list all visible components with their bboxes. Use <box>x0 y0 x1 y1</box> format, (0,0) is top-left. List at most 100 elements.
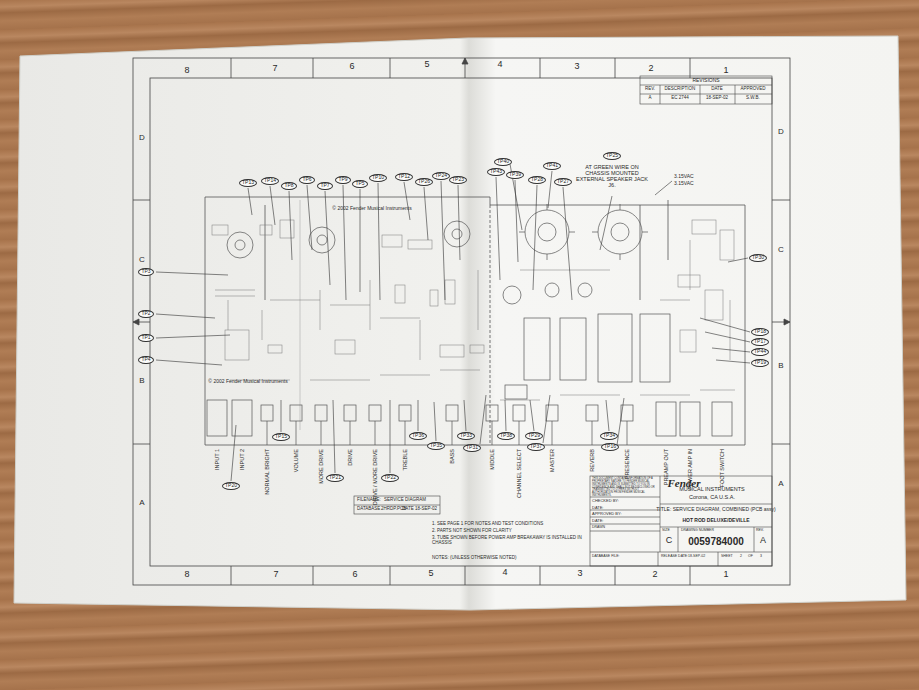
block-field: SHEET <box>721 555 733 559</box>
potentiometer-part <box>513 405 525 421</box>
title-block-part <box>590 476 772 566</box>
paper-part <box>14 36 906 610</box>
potentiometer-part <box>375 421 376 445</box>
leader-line-part <box>248 181 460 300</box>
signature-field: APPROVED BY: <box>592 512 622 516</box>
test-point-number: TP19 <box>754 359 766 365</box>
block-field: OF <box>748 555 753 559</box>
component-footprint-part <box>280 220 294 238</box>
filter-capacitor-part <box>560 318 586 380</box>
table-cell: S.W.B. <box>746 96 760 101</box>
title-block-part <box>590 476 772 566</box>
test-point-number: TP3 <box>141 268 150 274</box>
sheet-frame-part <box>133 58 790 585</box>
zone-letter: A <box>139 499 144 508</box>
potentiometer-part <box>350 421 351 445</box>
leader-line-part <box>231 395 624 481</box>
paper <box>14 36 906 610</box>
test-point-number: TP38 <box>500 432 512 438</box>
control-label: DRIVE <box>347 449 353 466</box>
leader-line-part <box>496 164 672 300</box>
control-label: MIDDLE <box>489 449 495 470</box>
component-footprint-part <box>720 230 734 260</box>
block-field: A <box>760 536 766 546</box>
test-point-number: TP22 <box>384 474 396 480</box>
test-point-number: TP41 <box>546 162 558 168</box>
zone-letter: D <box>139 134 145 143</box>
zone-number: 2 <box>652 570 657 580</box>
potentiometer-part <box>315 405 327 421</box>
zone-number: 6 <box>349 62 354 72</box>
component-footprint-part <box>445 280 455 304</box>
signature-field: DATE: <box>592 506 603 510</box>
control-label: CHANNEL SELECT <box>516 449 522 498</box>
control-label: DRIVE / MORE DRIVE <box>372 449 378 505</box>
zone-number: 1 <box>723 66 728 76</box>
component-footprint-part <box>408 240 432 249</box>
drawing-number: 0059784000 <box>688 536 744 547</box>
filename-field: DATE <box>402 507 414 512</box>
tube-socket-part <box>611 223 629 241</box>
test-point-number: TP4 <box>141 356 150 362</box>
test-point-number: TP36 <box>412 432 424 438</box>
table-cell: APPROVED <box>740 87 765 92</box>
tube-socket-part <box>227 232 253 258</box>
test-point-number: TP12 <box>398 173 410 179</box>
test-point-number: TP35 <box>430 442 442 448</box>
sheet-frame-part <box>133 58 790 325</box>
potentiometer-part <box>261 405 273 421</box>
test-point-number: TP10 <box>372 174 384 180</box>
revisions-table-part <box>640 85 772 104</box>
test-point-number: TP7 <box>320 182 329 188</box>
zone-number: 7 <box>272 64 277 74</box>
zone-number: 5 <box>424 60 429 70</box>
test-point-number: TP17 <box>754 338 766 344</box>
test-point-number: TP5 <box>355 180 364 186</box>
component-footprint-part <box>215 270 735 400</box>
potentiometer-part <box>486 405 498 421</box>
zone-number: 8 <box>184 570 189 580</box>
test-point-number: TP33 <box>460 432 472 438</box>
test-point-number: TP24 <box>435 172 447 178</box>
company-name: MUSICAL INSTRUMENTS <box>679 486 745 492</box>
zone-number: 7 <box>273 570 278 580</box>
block-field: 18-SEP-02 <box>688 555 705 559</box>
voltage-label: 3.15VAC <box>674 174 694 180</box>
drawing-title: TITLE: SERVICE DIAGRAM, COMBINED (PCB as… <box>656 507 775 513</box>
potentiometer-part <box>405 421 406 445</box>
jack-part <box>656 402 676 436</box>
notes-heading: NOTES: (UNLESS OTHERWISE NOTED) <box>432 556 516 561</box>
control-label: INPUT 1 <box>214 449 220 470</box>
test-point-number: TP18 <box>754 328 766 334</box>
filename-box <box>354 496 440 514</box>
tube-socket-part <box>598 210 642 254</box>
proprietary-notice: THIS DOCUMENT CONTAINS INFORMATION OF A … <box>592 478 658 498</box>
sheet-frame-part <box>150 78 772 566</box>
table-cell: EC 2744 <box>671 96 689 101</box>
filter-capacitor-part <box>578 283 592 297</box>
voltage-label: 3.15VAC <box>674 181 694 187</box>
zone-letter: A <box>778 480 783 489</box>
tube-socket-part <box>444 221 470 247</box>
component-footprint-part <box>680 330 696 352</box>
sheet-frame-part <box>133 58 790 585</box>
zone-letter: B <box>139 377 144 386</box>
zone-number: 5 <box>428 569 433 579</box>
note-text: 2. PARTS NOT SHOWN FOR CLARITY <box>432 529 512 534</box>
test-point-number: TP1 <box>141 334 150 340</box>
tube-socket-part <box>317 235 327 245</box>
pcb-outline <box>205 197 745 445</box>
filename-field: DATABASE <box>357 507 380 512</box>
potentiometer-part <box>586 405 598 421</box>
control-label: BASS <box>449 449 455 464</box>
control-label: MORE DRIVE <box>318 449 324 484</box>
filename-field: FILENAME: <box>357 498 381 503</box>
note-text: 3. TUBE SHOWN BEFORE POWER AMP BREAKAWAY… <box>432 536 582 546</box>
filter-capacitor-part <box>503 286 521 304</box>
leader-line-part <box>700 258 750 363</box>
company-address: Corona, CA U.S.A. <box>689 494 735 500</box>
test-point-number: TP6 <box>302 176 311 182</box>
signature-field: DATE: <box>592 519 603 523</box>
tube-socket-part <box>538 223 556 241</box>
